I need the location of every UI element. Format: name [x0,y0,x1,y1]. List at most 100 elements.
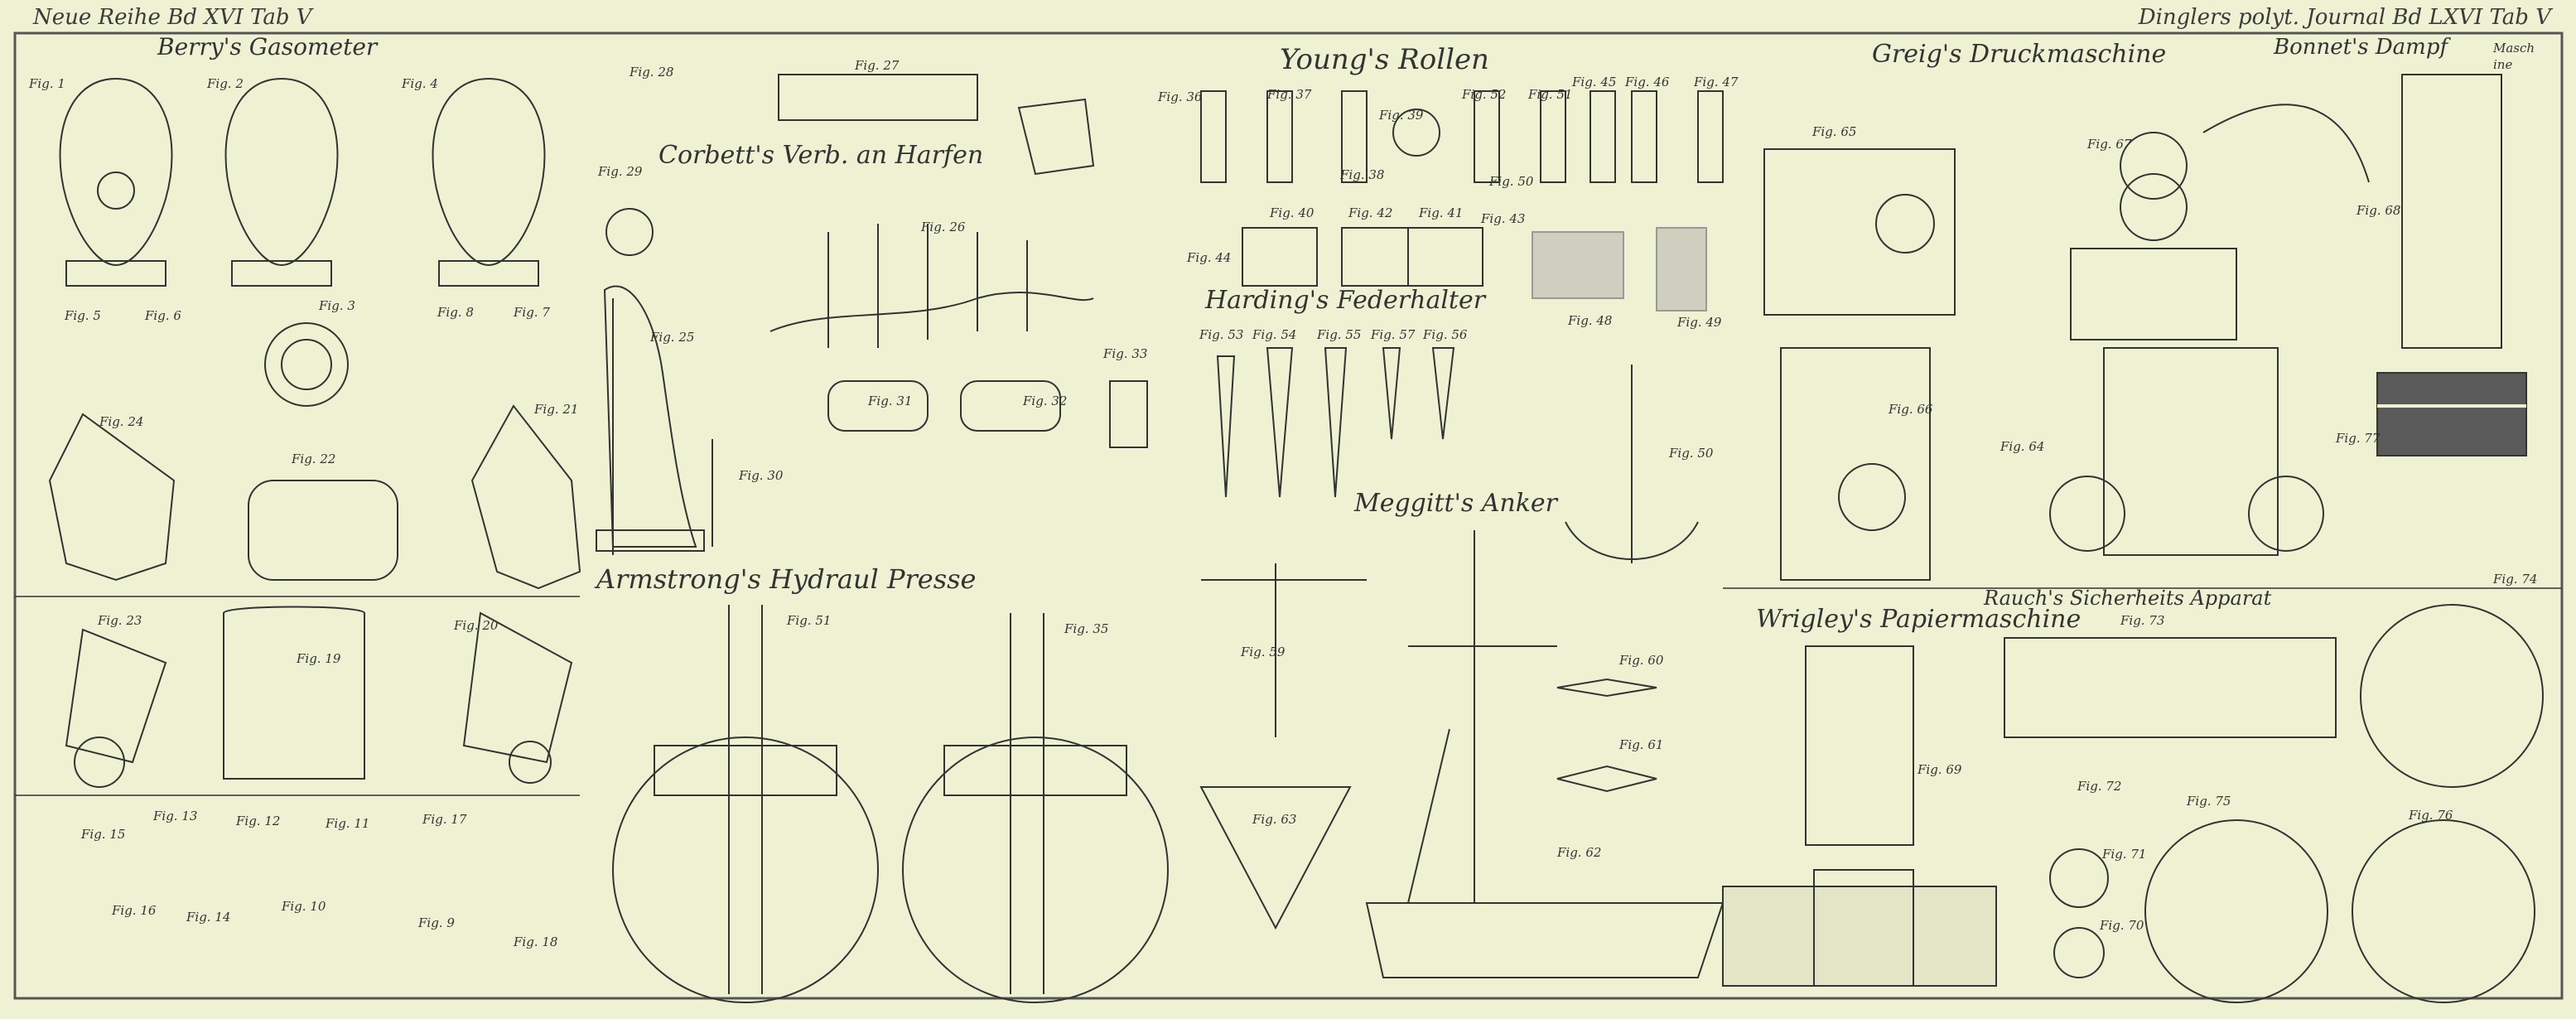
fig-label: Fig. 11 [326,816,370,831]
section-title-bonnet: Bonnet's Dampf [2274,35,2448,60]
fig-label: Fig. 63 [1252,812,1297,827]
fig-label: Fig. 19 [297,651,341,666]
fig-label: Fig. 51 [787,613,832,628]
fig-label: Fig. 26 [921,220,966,234]
plate-header-right: Dinglers polyt. Journal Bd LXVI Tab V [2138,5,2551,30]
fig-label: Fig. 24 [99,414,144,429]
fig-label: Fig. 65 [1812,124,1857,139]
section-title-greig: Greig's Druckmaschine [1872,40,2167,69]
fig-label: Fig. 12 [236,814,281,828]
fig-label: Fig. 13 [153,809,198,823]
fig-label: Fig. 74 [2493,572,2538,587]
fig-label: Fig. 50 [1669,446,1714,461]
fig-label: Fig. 61 [1619,737,1664,752]
fig-label: Fig. 56 [1423,327,1468,342]
hydraulic-press-drawings [612,605,1169,1003]
section-title-young: Young's Rollen [1280,43,1489,76]
fig-label: Fig. 38 [1340,167,1385,182]
fig-label: Fig. 28 [630,65,674,80]
fig-label: Fig. 1 [29,76,65,91]
fig-label: Fig. 22 [292,452,336,466]
fig-label: Fig. 59 [1241,645,1286,659]
roller-drawings [1200,90,1724,311]
fig-label: Fig. 30 [739,468,784,483]
fig-label: Fig. 60 [1619,653,1664,668]
fig-label: Fig. 31 [868,394,913,408]
fig-label: Fig. 37 [1267,87,1312,102]
steam-drawings [2376,74,2527,456]
harp-drawings [596,74,1148,555]
fig-label: Fig. 8 [437,305,474,320]
printing-machine-drawings [1763,104,2370,581]
fig-label: Fig. 62 [1557,845,1602,860]
fig-label: Fig. 39 [1379,108,1424,123]
fig-label: Fig. 25 [650,330,695,345]
fig-label: Fig. 47 [1694,75,1739,89]
paper-machine-drawings [1722,645,1997,987]
plate-border [13,31,2564,1000]
fig-label: Fig. 49 [1677,315,1722,330]
fig-label: Fig. 18 [514,934,558,949]
fig-label: Fig. 23 [98,613,142,628]
gasometer-drawings [48,77,581,788]
safety-apparatus-drawings [2004,604,2544,1003]
fig-label: Fig. 15 [81,827,126,842]
fig-label: Fig. 51 [1528,87,1573,102]
fig-label: Fig. 72 [2077,779,2122,794]
section-title-bonnet-sub: Masch ine [2493,41,2535,72]
fig-label: Fig. 32 [1023,394,1068,408]
fig-label: Fig. 20 [454,618,499,633]
fig-label: Fig. 17 [422,812,467,827]
fig-label: Fig. 48 [1568,313,1613,328]
fig-label: Fig. 69 [1918,762,1962,777]
fig-label: Fig. 35 [1064,621,1109,636]
fig-label: Fig. 73 [2120,613,2165,628]
fig-label: Fig. 44 [1187,250,1232,265]
fig-label: Fig. 55 [1317,327,1362,342]
fig-label: Fig. 68 [2357,203,2401,218]
fig-label: Fig. 77 [2336,431,2381,446]
pen-holder-drawings [1216,347,1455,498]
fig-label: Fig. 75 [2187,794,2231,809]
fig-label: Fig. 53 [1199,327,1244,342]
fig-label: Fig. 52 [1462,87,1507,102]
section-title-rauch: Rauch's Sicherheits Apparat [1984,587,2272,610]
fig-label: Fig. 7 [514,305,550,320]
fig-label: Fig. 46 [1625,75,1670,89]
section-title-armstrong: Armstrong's Hydraul Presse [596,563,977,595]
anchor-drawings [1199,365,1725,978]
fig-label: Fig. 66 [1889,402,1933,417]
fig-label: Fig. 9 [418,915,455,930]
fig-label: Fig. 4 [402,76,438,91]
fig-label: Fig. 64 [2000,439,2045,454]
fig-label: Fig. 16 [112,903,157,918]
fig-label: Fig. 43 [1481,211,1526,226]
fig-label: Fig. 71 [2102,847,2147,862]
fig-label: Fig. 40 [1270,205,1315,220]
fig-label: Fig. 10 [282,899,326,914]
section-title-meggitt: Meggitt's Anker [1354,489,1558,518]
fig-label: Fig. 36 [1158,89,1203,104]
fig-label: Fig. 54 [1252,327,1297,342]
fig-label: Fig. 14 [186,910,231,925]
fig-label: Fig. 21 [534,402,579,417]
section-title-wrigley: Wrigley's Papiermaschine [1756,605,2082,634]
fig-label: Fig. 70 [2100,918,2144,933]
fig-label: Fig. 57 [1371,327,1416,342]
fig-label: Fig. 76 [2409,808,2453,823]
fig-label: Fig. 6 [145,308,181,323]
fig-label: Fig. 67 [2087,137,2132,152]
fig-label: Fig. 42 [1348,205,1393,220]
section-title-harding: Harding's Federhalter [1205,286,1486,315]
fig-label: Fig. 27 [855,58,900,73]
fig-label: Fig. 45 [1572,75,1617,89]
fig-label: Fig. 33 [1103,346,1148,361]
fig-label: Fig. 5 [65,308,101,323]
fig-label: Fig. 41 [1419,205,1464,220]
fig-label: Fig. 2 [207,76,244,91]
section-title-berry: Berry's Gasometer [157,33,378,60]
fig-label: Fig. 50 [1489,174,1534,189]
fig-label: Fig. 3 [319,298,355,313]
